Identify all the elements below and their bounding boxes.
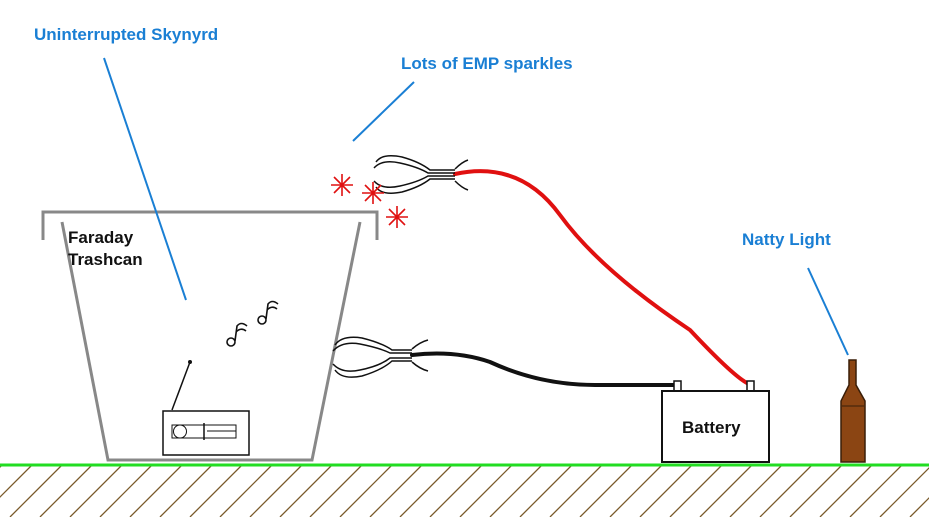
music-note-icon <box>257 300 279 325</box>
skynyrd-pointer <box>103 57 187 301</box>
emp-pointer <box>352 81 415 142</box>
ground-hatching <box>0 466 929 517</box>
natty-pointer <box>807 267 849 356</box>
emp-sparkles-label: Lots of EMP sparkles <box>401 54 573 73</box>
jumper-clamp-icon <box>332 336 429 378</box>
skynyrd-label: Uninterrupted Skynyrd <box>34 25 218 44</box>
bottle-icon <box>840 359 866 463</box>
trashcan-label-line2: Trashcan <box>68 250 143 269</box>
radio-icon <box>162 360 250 456</box>
music-note-icon <box>226 322 248 347</box>
faraday-trashcan <box>41 210 379 462</box>
negative-cable <box>410 351 676 387</box>
battery-label: Battery <box>682 418 741 437</box>
spark-icon <box>386 206 408 228</box>
trashcan-label-line1: Faraday <box>68 228 134 247</box>
spark-icon <box>331 174 353 196</box>
spark-icon <box>362 182 384 204</box>
battery-icon <box>661 380 770 463</box>
positive-cable <box>453 169 751 386</box>
natty-light-label: Natty Light <box>742 230 831 249</box>
